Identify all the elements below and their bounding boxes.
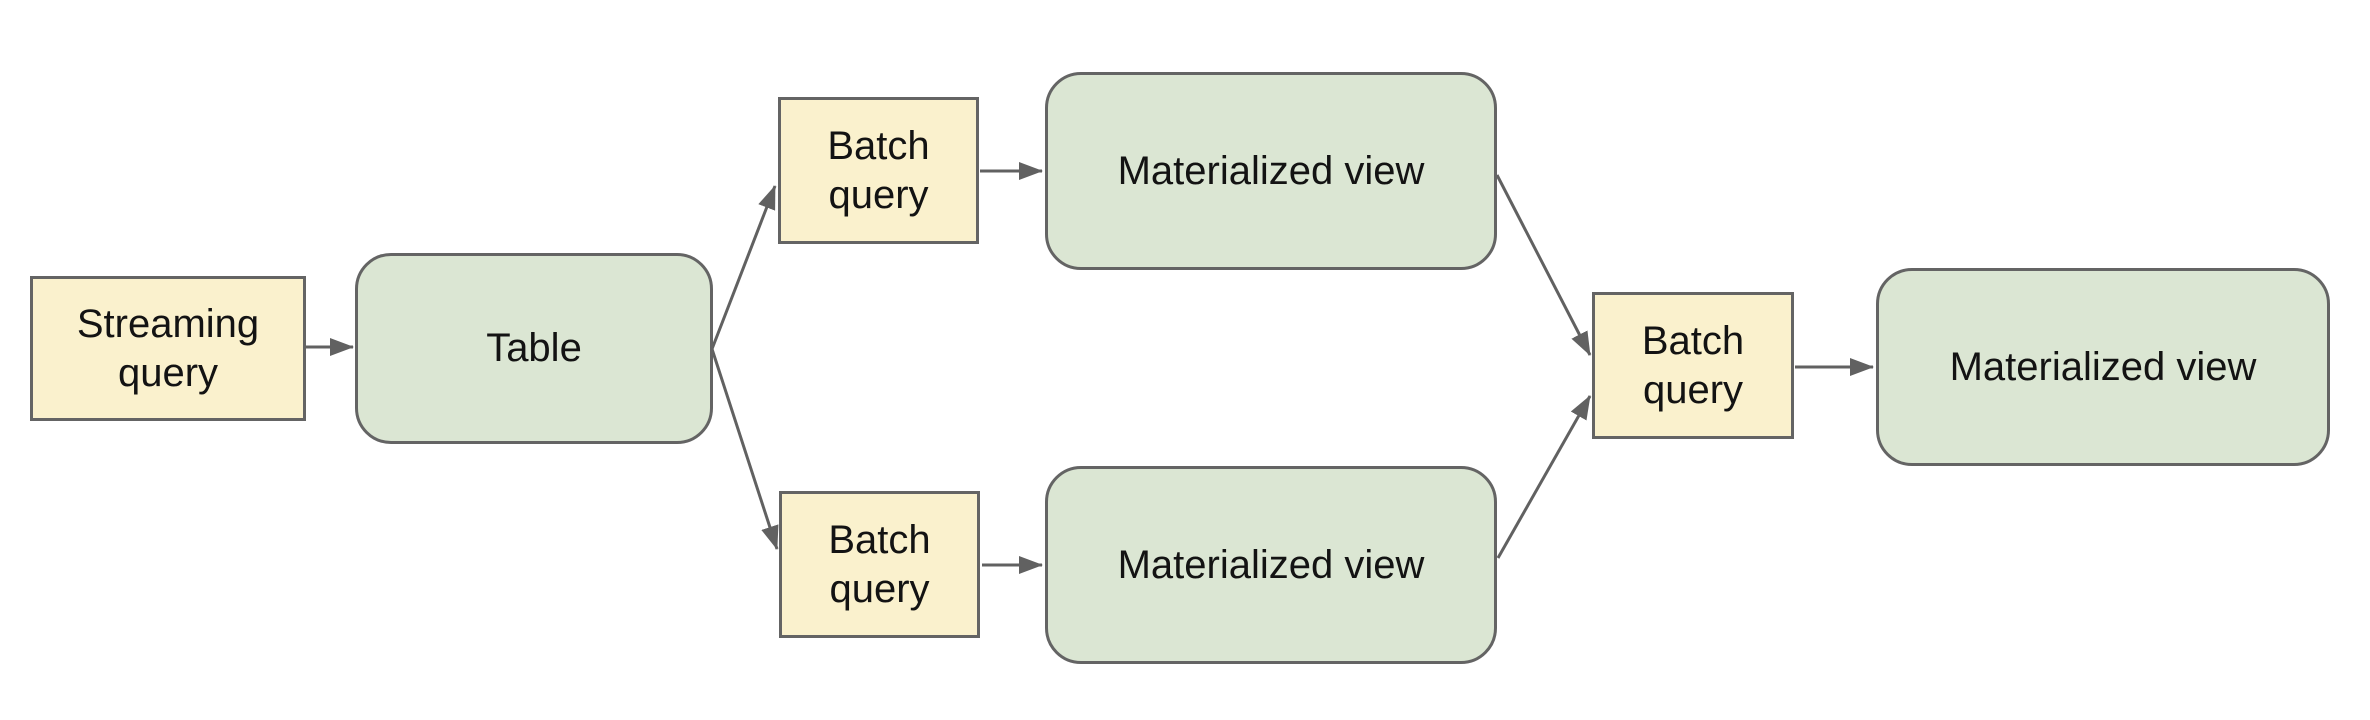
node-materialized-view-bottom-label: Materialized view xyxy=(1117,542,1425,587)
node-materialized-view-top-label: Materialized view xyxy=(1117,148,1425,193)
node-materialized-view-right: Materialized view xyxy=(1876,268,2330,466)
node-materialized-view-right-label: Materialized view xyxy=(1949,344,2257,389)
arrow-table-to-batch-top xyxy=(710,185,777,350)
node-batch-query-bottom-label: Batch query xyxy=(828,517,931,611)
node-batch-query-right-label: Batch query xyxy=(1641,318,1745,412)
arrow-table-to-batch-bottom xyxy=(710,348,779,550)
node-batch-query-top: Batch query xyxy=(778,97,979,244)
node-materialized-view-bottom: Materialized view xyxy=(1045,466,1497,664)
node-table: Table xyxy=(355,253,713,444)
arrow-view-bottom-to-batch-right xyxy=(1496,395,1592,559)
node-batch-query-top-label: Batch query xyxy=(827,123,930,217)
arrow-view-top-to-batch-right xyxy=(1495,174,1592,356)
node-materialized-view-top: Materialized view xyxy=(1045,72,1497,270)
node-streaming-query-label: Streaming query xyxy=(76,301,260,395)
node-streaming-query: Streaming query xyxy=(30,276,306,421)
node-batch-query-bottom: Batch query xyxy=(779,491,980,638)
node-batch-query-right: Batch query xyxy=(1592,292,1794,439)
node-table-label: Table xyxy=(486,326,582,371)
